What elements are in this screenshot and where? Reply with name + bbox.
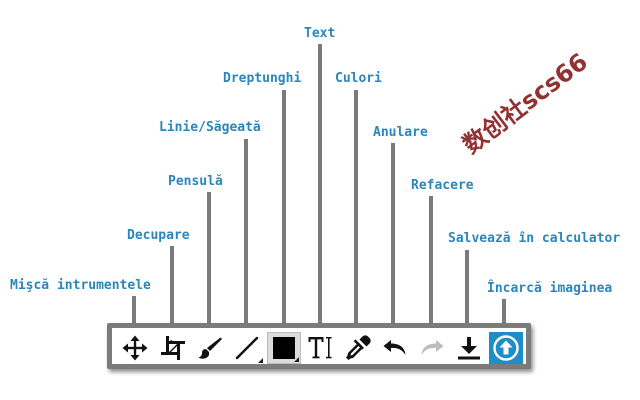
callout-label-colors: Culori — [335, 71, 382, 86]
crop-tool-button[interactable] — [156, 332, 190, 364]
callout-line-save — [465, 250, 469, 326]
callout-line-rectangle — [282, 90, 286, 326]
callout-line-crop — [170, 246, 174, 326]
callout-label-line: Linie/Săgeată — [159, 120, 261, 135]
crop-icon — [161, 336, 185, 360]
brush-icon — [198, 337, 222, 359]
redo-icon — [421, 340, 444, 355]
callout-label-brush: Pensulă — [168, 174, 223, 189]
text-tool-button[interactable] — [304, 332, 338, 364]
callout-line-undo — [391, 143, 395, 326]
callout-label-rectangle: Dreptunghi — [223, 71, 302, 86]
editor-toolbar — [107, 323, 531, 369]
save-to-computer-button[interactable] — [452, 332, 486, 364]
line-options-corner — [258, 358, 263, 363]
callout-line-move — [132, 296, 136, 326]
upload-image-button[interactable] — [489, 332, 523, 364]
upload-icon — [493, 335, 519, 361]
brush-tool-button[interactable] — [193, 332, 227, 364]
undo-icon — [383, 340, 406, 355]
download-icon — [458, 337, 480, 360]
text-cursor-icon — [308, 337, 332, 359]
callout-label-undo: Anulare — [373, 125, 428, 140]
color-picker-button[interactable] — [341, 332, 375, 364]
callout-label-redo: Refacere — [411, 178, 474, 193]
callout-line-redo — [429, 196, 433, 326]
rectangle-options-corner — [294, 357, 299, 362]
callout-label-text: Text — [304, 26, 336, 41]
callout-label-move: Mişcă intrumentele — [10, 278, 151, 293]
move-arrows-icon — [122, 335, 148, 361]
callout-label-crop: Decupare — [127, 228, 190, 243]
callout-line-brush — [207, 192, 211, 326]
line-tool-button[interactable] — [230, 332, 264, 364]
callout-label-upload: Încarcă imaginea — [487, 281, 613, 296]
callout-label-save: Salvează în calculator — [448, 231, 621, 246]
line-icon — [235, 336, 259, 360]
move-tool-button[interactable] — [118, 332, 152, 364]
rectangle-tool-button[interactable] — [267, 332, 301, 364]
watermark: 数创社scs66 — [457, 47, 593, 160]
callout-line-text — [318, 44, 322, 326]
callout-line-upload — [502, 299, 506, 326]
redo-button[interactable] — [415, 332, 449, 364]
undo-button[interactable] — [378, 332, 412, 364]
callout-line-line — [244, 139, 248, 326]
eyedropper-icon — [346, 335, 371, 360]
rectangle-icon — [273, 337, 295, 359]
callout-line-colors — [354, 90, 358, 326]
